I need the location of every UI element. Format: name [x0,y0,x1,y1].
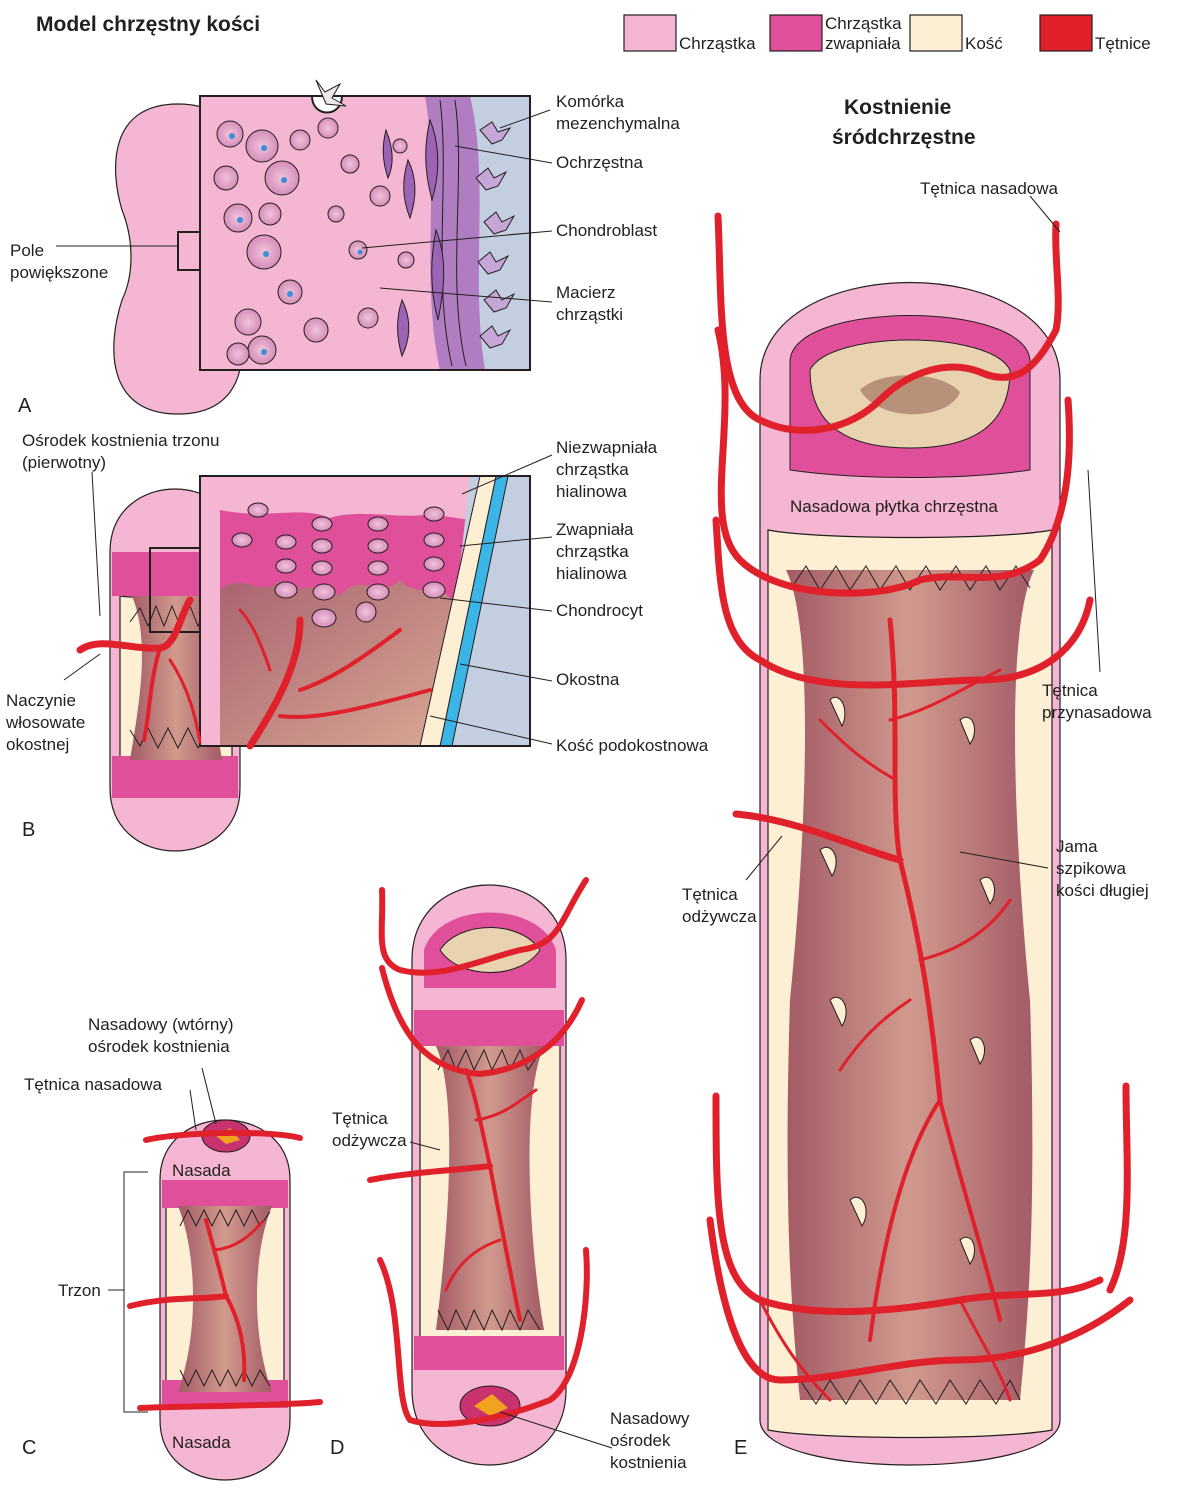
label-epiphysis-bottom: Nasada [172,1433,231,1452]
label-mesenchymal-cell-2: mezenchymalna [556,114,680,133]
label-metaphyseal-artery-1: Tętnica [1042,681,1098,700]
legend-label-calcified-1: Chrząstka [825,14,902,33]
panel-label-e: E [734,1437,747,1459]
label-calcified-1: Zwapniała [556,520,634,539]
label-uncalcified-2: chrząstka [556,460,629,479]
panel-b: Niezwapniała chrząstka hialinowa Zwapnia… [5,431,709,851]
panel-label-b: B [22,819,35,841]
label-e-title-1: Kostnienie [844,96,951,119]
legend-label-bone: Kość [965,34,1003,53]
label-epiphysis-top: Nasada [172,1161,231,1180]
label-perichondrium: Ochrzęstna [556,153,643,172]
label-nutrient-artery-d-2: odżywcza [332,1131,407,1150]
panel-label-d: D [330,1437,344,1459]
label-nutrient-artery-d-1: Tętnica [332,1109,388,1128]
label-primary-center-1: Ośrodek kostnienia trzonu [22,431,220,450]
label-e-title-2: śródchrzęstne [832,126,976,149]
label-metaphyseal-artery-2: przynasadowa [1042,703,1152,722]
label-enlarged-field-1: Pole [10,241,44,260]
label-epiphyseal-plate: Nasadowa płytka chrzęstna [790,497,998,516]
panel-c: Nasadowy (wtórny) ośrodek kostnienia Tęt… [22,1015,320,1480]
label-epiphyseal-center-d-3: kostnienia [610,1453,687,1472]
label-marrow-cavity-3: kości długiej [1056,881,1149,900]
label-subperiosteal-bone: Kość podokostnowa [556,736,709,755]
label-secondary-center-2: ośrodek kostnienia [88,1037,230,1056]
label-epiphyseal-center-d-1: Nasadowy [610,1409,690,1428]
legend-swatch-calcified [770,15,822,51]
legend-swatch-arteries [1040,15,1092,51]
label-epiphyseal-artery-c: Tętnica nasadowa [24,1075,163,1094]
panel-label-c: C [22,1437,36,1459]
label-secondary-center-1: Nasadowy (wtórny) [88,1015,234,1034]
label-diaphysis: Trzon [58,1281,101,1300]
label-nutrient-artery-e-1: Tętnica [682,885,738,904]
label-marrow-cavity-2: szpikowa [1056,859,1126,878]
label-uncalcified-1: Niezwapniała [556,438,658,457]
legend-swatch-cartilage [624,15,676,51]
panel-label-a: A [18,395,32,417]
label-primary-center-2: (pierwotny) [22,453,106,472]
diagram-title: Model chrzęstny kości [36,13,260,36]
label-enlarged-field-2: powiększone [10,263,108,282]
label-mesenchymal-cell-1: Komórka [556,92,625,111]
label-periosteal-capillary-2: włosowate [5,713,85,732]
legend-swatch-bone [910,15,962,51]
label-periosteal-capillary-3: okostnej [6,735,69,754]
label-uncalcified-3: hialinowa [556,482,627,501]
label-nutrient-artery-e-2: odżywcza [682,907,757,926]
legend-label-arteries: Tętnice [1095,34,1151,53]
label-matrix-2: chrząstki [556,305,623,324]
label-chondroblast: Chondroblast [556,221,657,240]
label-periosteal-capillary-1: Naczynie [6,691,76,710]
panel-e: Kostnienie śródchrzęstne [682,96,1152,1465]
label-marrow-cavity-1: Jama [1056,837,1098,856]
label-epiphyseal-artery-e: Tętnica nasadowa [920,179,1059,198]
panel-a: Komórka mezenchymalna Ochrzęstna Chondro… [10,80,680,417]
legend-label-calcified-2: zwapniała [825,34,901,53]
legend: Chrząstka Chrząstka zwapniała Kość Tętni… [624,14,1151,53]
legend-label-cartilage: Chrząstka [679,34,756,53]
label-periosteum: Okostna [556,670,620,689]
label-calcified-3: hialinowa [556,564,627,583]
label-epiphyseal-center-d-2: ośrodek [610,1431,671,1450]
label-calcified-2: chrząstka [556,542,629,561]
label-chondrocyte: Chondrocyt [556,601,643,620]
label-matrix-1: Macierz [556,283,616,302]
panel-d: Tętnica odżywcza Nasadowy ośrodek kostni… [330,880,690,1472]
